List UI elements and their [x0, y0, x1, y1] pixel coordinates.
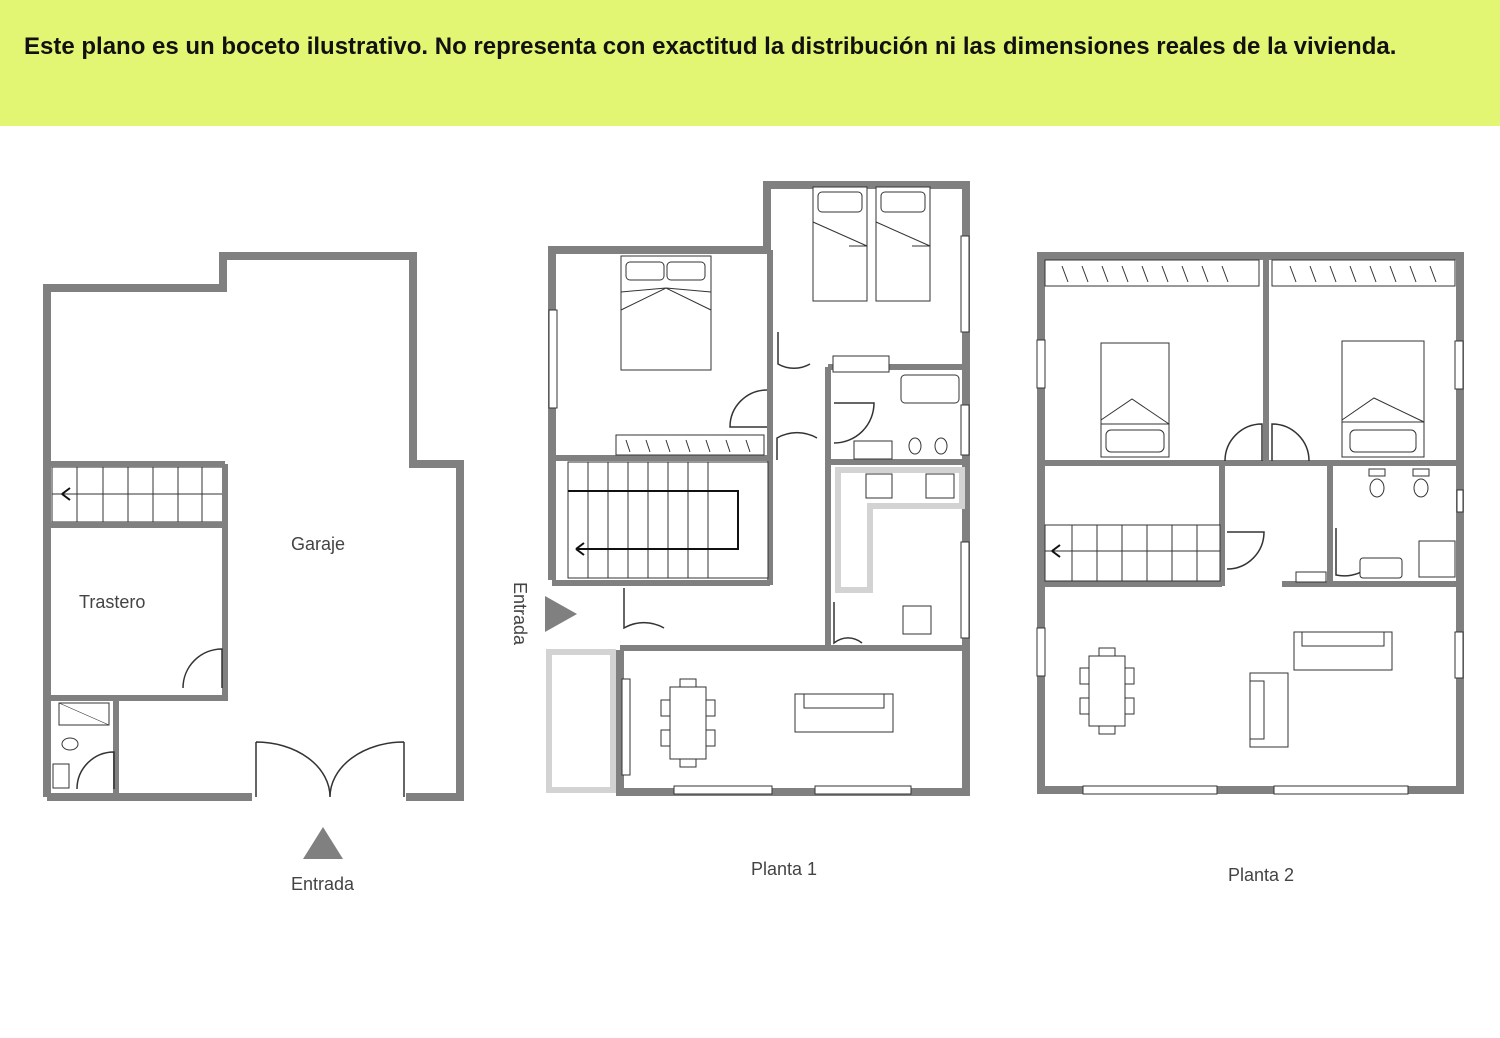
ground-outer-wall	[43, 252, 464, 801]
planta2-stairs-arrow	[1051, 544, 1061, 558]
disclaimer-text: Este plano es un boceto ilustrativo. No …	[24, 33, 1397, 60]
planta1-door-2	[777, 332, 811, 370]
planta2-title: Planta 2	[1228, 865, 1294, 885]
window-icon-p2	[1036, 339, 1046, 389]
toilet-icon	[61, 737, 79, 751]
disclaimer-banner: Este plano es un boceto ilustrativo. No …	[0, 0, 1500, 126]
planta2-outer-wall	[1037, 252, 1464, 794]
planta1-title: Planta 1	[751, 859, 817, 879]
kitchen-counter	[835, 467, 965, 593]
kitchen-table-icon	[902, 605, 932, 635]
planta1-plan: Entrada Planta 1	[510, 181, 970, 879]
dining-table-icon-p2	[1088, 655, 1126, 727]
planta1-door-4	[833, 402, 875, 444]
kitchen-sink-icon	[925, 473, 955, 499]
bathtub-icon	[900, 374, 960, 404]
garage-door	[255, 741, 405, 798]
planta2-stairs	[1044, 524, 1221, 582]
planta1-entrance-label: Entrada	[510, 582, 530, 646]
planta2-door-2	[1271, 423, 1310, 462]
planta1-door-5	[623, 588, 665, 630]
wardrobe-icon-p2	[1044, 259, 1260, 287]
planta1-entrance-arrow	[545, 596, 577, 632]
stove-icon	[865, 473, 893, 499]
bath-door	[76, 751, 115, 790]
ground-floor-plan: Garaje Trastero Entrada	[43, 252, 464, 894]
sink-icon	[52, 763, 70, 789]
planta1-door-1	[729, 389, 768, 428]
toilet-icon-p2	[1369, 478, 1385, 498]
planta2-door-1	[1224, 423, 1263, 462]
sink-icon-p1	[853, 440, 893, 460]
room-storage-label: Trastero	[79, 592, 145, 612]
bathtub-icon-p2	[1359, 557, 1403, 579]
ground-stairs-arrow	[61, 487, 71, 501]
ground-entrance-arrow	[303, 827, 343, 859]
planta2-plan: Planta 2	[1036, 252, 1464, 885]
ground-entrance-label: Entrada	[291, 874, 355, 894]
room-garage-label: Garaje	[291, 534, 345, 554]
planta1-door-3	[776, 431, 818, 460]
planta1-door-6	[833, 602, 863, 645]
toilet-icon-p1	[908, 437, 922, 455]
planta1-stairs-arrow	[568, 490, 739, 556]
terrace-outline	[546, 649, 616, 793]
window-icon	[548, 309, 558, 409]
wardrobe-icon	[615, 434, 765, 456]
dining-table-icon	[669, 686, 707, 760]
storage-door	[182, 648, 223, 689]
shower-icon-p2	[1418, 540, 1456, 578]
planta2-door-3	[1226, 531, 1265, 570]
